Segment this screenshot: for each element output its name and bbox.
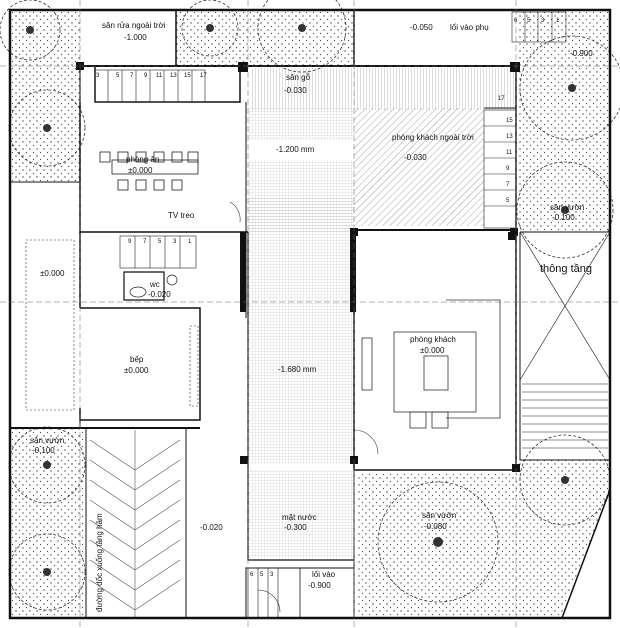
room-level: -0.100 — [552, 213, 575, 222]
stairs-right-run — [483, 109, 517, 229]
room-name: phòng ăn — [126, 155, 159, 164]
pool — [248, 108, 354, 558]
step-number: 13 — [506, 134, 513, 140]
step-number: 5 — [158, 239, 162, 245]
room-level: -1.000 — [124, 33, 147, 42]
room-name: TV treo — [168, 211, 195, 220]
step-number: 3 — [541, 18, 545, 24]
outdoor-living-hatch — [354, 108, 484, 226]
room-level: -1.200 mm — [276, 145, 315, 154]
stairs-top-left — [94, 69, 206, 103]
dining-table — [99, 151, 199, 191]
room-level: -0.020 — [200, 523, 223, 532]
wood-deck-hatch — [250, 68, 516, 110]
step-number: 1 — [556, 18, 560, 24]
garden-areas — [10, 10, 610, 618]
step-number: 17 — [200, 73, 207, 79]
step-number: 9 — [144, 73, 148, 79]
room-level: -0.050 — [410, 23, 433, 32]
stairs-bottom — [247, 567, 279, 619]
step-number: 15 — [506, 118, 513, 124]
room-name: sân gỗ — [286, 73, 311, 82]
step-number: 13 — [170, 73, 177, 79]
sofa-set — [361, 299, 501, 429]
room-labels: sân rửa ngoài trời -1.000 -0.050 lối vào… — [30, 21, 593, 612]
room-level: -0.020 — [148, 290, 171, 299]
room-name: lối vào — [312, 570, 336, 579]
room-level: ±0.000 — [420, 346, 445, 355]
step-number: 5 — [506, 198, 510, 204]
room-level: ±0.000 — [124, 366, 149, 375]
stairs-bottom-numbers: 6 5 3 — [250, 572, 274, 578]
room-name: sân vườn — [30, 436, 64, 445]
step-number: 9 — [506, 166, 510, 172]
room-level: -0.030 — [284, 86, 307, 95]
step-number: 1 — [188, 239, 192, 245]
stairs-mid-run — [119, 235, 197, 269]
step-number: 5 — [116, 73, 120, 79]
room-name: đường dốc xuống tầng hầm — [95, 513, 104, 612]
step-number: 11 — [156, 73, 163, 79]
wc-fixtures — [129, 274, 178, 298]
stairs-atrium — [522, 383, 608, 449]
room-level: -0.030 — [404, 153, 427, 162]
room-level: ±0.000 — [40, 269, 65, 278]
room-name: sân rửa ngoài trời — [102, 21, 166, 30]
room-level: -0.900 — [308, 581, 331, 590]
step-number: 11 — [506, 150, 513, 156]
room-name: thông tầng — [540, 263, 592, 275]
step-number: 5 — [260, 572, 264, 578]
room-name: sân vườn — [550, 203, 584, 212]
step-number: 15 — [184, 73, 191, 79]
kitchen-counters — [25, 239, 199, 411]
step-number: 17 — [498, 96, 505, 102]
room-name: phòng khách — [410, 335, 456, 344]
step-number: 7 — [130, 73, 134, 79]
room-name: lối vào phụ — [450, 23, 489, 32]
room-level: -0.300 — [284, 523, 307, 532]
room-level: -0.080 — [424, 522, 447, 531]
room-name: bếp — [130, 355, 144, 364]
stairs-top-right — [511, 11, 567, 43]
room-level: -0.100 — [32, 446, 55, 455]
step-number: 6 — [250, 572, 254, 578]
room-level: ±0.000 — [128, 166, 153, 175]
step-number: 5 — [527, 18, 531, 24]
step-number: 3 — [270, 572, 274, 578]
stairs-right-run-numbers: 17 15 13 11 9 7 5 — [498, 96, 513, 204]
room-name: sân vườn — [422, 511, 456, 520]
tree-trunks — [26, 24, 576, 576]
room-name: mặt nước — [282, 513, 317, 522]
stairs-mid-run-numbers: 9 7 5 3 1 — [128, 239, 192, 245]
step-number: 9 — [128, 239, 132, 245]
room-name: phòng khách ngoài trời — [392, 133, 474, 142]
step-number: 3 — [173, 239, 177, 245]
doors — [229, 201, 379, 613]
room-name: wc — [149, 280, 160, 289]
stairs-top-left-numbers: 3 5 7 9 11 13 15 17 — [96, 73, 207, 79]
room-level: -0.900 — [570, 49, 593, 58]
room-level: -1.680 mm — [278, 365, 317, 374]
step-number: 7 — [143, 239, 147, 245]
step-number: 7 — [506, 182, 510, 188]
step-number: 3 — [96, 73, 100, 79]
ramp-hatch — [89, 430, 181, 618]
